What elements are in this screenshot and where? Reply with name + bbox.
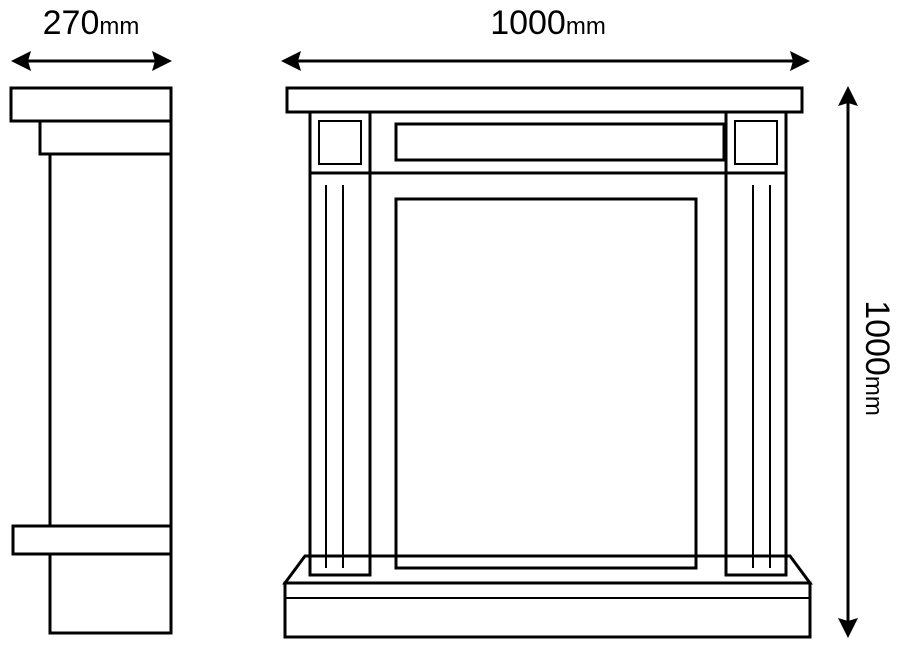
depth-value: 270 xyxy=(43,4,100,42)
height-unit: mm xyxy=(860,376,887,416)
frieze-band xyxy=(308,110,788,175)
side-view-hearth-ledge xyxy=(11,524,173,556)
width-label: 1000mm xyxy=(490,4,606,42)
corner-block-right-inset xyxy=(734,120,778,165)
depth-unit: mm xyxy=(99,13,139,40)
frieze-panel xyxy=(394,122,726,162)
width-unit: mm xyxy=(566,13,606,40)
width-arrow-left-icon xyxy=(281,51,301,71)
height-arrow-top-icon xyxy=(838,86,858,106)
depth-arrow-left-icon xyxy=(11,51,31,71)
height-arrow-bottom-icon xyxy=(838,618,858,638)
height-label: 1000mm xyxy=(858,300,896,416)
height-value: 1000 xyxy=(858,300,896,376)
depth-label: 270mm xyxy=(43,4,140,42)
width-value: 1000 xyxy=(490,4,566,42)
side-view-top-shelf xyxy=(9,86,173,123)
corner-block-left-inset xyxy=(318,120,362,165)
side-view-base xyxy=(48,552,173,635)
column-left xyxy=(308,171,372,577)
depth-dimension: 270mm xyxy=(11,4,172,71)
depth-arrow-right-icon xyxy=(152,51,172,71)
plinth-base xyxy=(283,581,812,639)
front-view xyxy=(282,86,813,639)
width-arrow-right-icon xyxy=(790,51,810,71)
mantel-shelf xyxy=(285,86,804,114)
side-view xyxy=(9,86,173,635)
height-dimension: 1000mm xyxy=(838,86,896,638)
side-view-moulding xyxy=(38,119,173,156)
fire-opening xyxy=(394,197,698,570)
width-dimension: 1000mm xyxy=(281,4,810,71)
column-right xyxy=(724,171,788,577)
